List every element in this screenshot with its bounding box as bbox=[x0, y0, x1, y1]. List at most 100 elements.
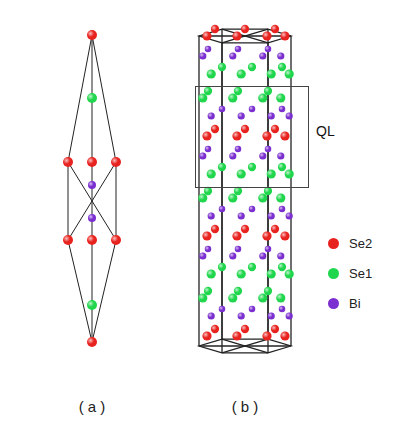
atom-shine bbox=[237, 169, 246, 178]
atom bbox=[268, 212, 275, 219]
atom-shine bbox=[63, 157, 73, 167]
atom bbox=[211, 225, 219, 233]
atom bbox=[202, 231, 211, 240]
atom-shine bbox=[218, 63, 226, 71]
atom-shine bbox=[219, 306, 225, 312]
atom bbox=[232, 31, 241, 40]
atom-shine bbox=[202, 131, 211, 140]
atom-shine bbox=[267, 69, 276, 78]
atom bbox=[259, 152, 266, 159]
atom bbox=[271, 125, 279, 133]
atom-shine bbox=[218, 263, 226, 271]
atom bbox=[111, 235, 121, 245]
legend-entry: Se1 bbox=[328, 266, 372, 281]
atom bbox=[264, 287, 272, 295]
atom bbox=[258, 293, 267, 302]
atom-shine bbox=[205, 146, 211, 152]
atom bbox=[202, 331, 211, 340]
atom-shine bbox=[249, 306, 255, 312]
atom bbox=[248, 63, 256, 71]
atom-shine bbox=[249, 106, 255, 112]
atom bbox=[199, 152, 206, 159]
atom-shine bbox=[285, 269, 294, 278]
atom-shine bbox=[208, 212, 215, 219]
atom bbox=[280, 131, 289, 140]
atom bbox=[234, 187, 242, 195]
atom-shine bbox=[278, 263, 286, 271]
atom bbox=[205, 246, 211, 252]
atom-shine bbox=[87, 300, 97, 310]
atom bbox=[286, 112, 293, 119]
atom bbox=[232, 331, 241, 340]
prism-edge bbox=[221, 29, 222, 339]
atom-shine bbox=[111, 157, 121, 167]
atom bbox=[198, 93, 207, 102]
atom bbox=[285, 269, 294, 278]
atom-shine bbox=[228, 293, 237, 302]
atom bbox=[204, 287, 212, 295]
layer-label: QL bbox=[316, 123, 335, 139]
atom-shine bbox=[204, 287, 212, 295]
atom bbox=[205, 46, 211, 52]
atom bbox=[202, 31, 211, 40]
atom-shine bbox=[265, 146, 271, 152]
atom bbox=[271, 25, 279, 33]
atom-shine bbox=[265, 246, 271, 252]
atom bbox=[204, 187, 212, 195]
atom-shine bbox=[205, 246, 211, 252]
atom-shine bbox=[211, 125, 219, 133]
atom bbox=[199, 52, 206, 59]
atom-shine bbox=[229, 252, 236, 259]
atom-shine bbox=[218, 163, 226, 171]
atom bbox=[280, 31, 289, 40]
atom-shine bbox=[277, 252, 284, 259]
atom bbox=[271, 325, 279, 333]
atom-shine bbox=[202, 231, 211, 240]
atom-shine bbox=[248, 163, 256, 171]
atom bbox=[205, 146, 211, 152]
atom bbox=[218, 63, 226, 71]
atom-shine bbox=[198, 193, 207, 202]
atom-shine bbox=[232, 31, 241, 40]
atom-shine bbox=[241, 125, 249, 133]
atom-shine bbox=[277, 52, 284, 59]
atom bbox=[276, 193, 285, 202]
atom bbox=[207, 269, 216, 278]
atom bbox=[286, 312, 293, 319]
atom-shine bbox=[198, 93, 207, 102]
hexagon-face bbox=[199, 339, 291, 353]
atom-shine bbox=[241, 325, 249, 333]
atom-shine bbox=[248, 63, 256, 71]
prism-edge bbox=[290, 36, 291, 346]
atom bbox=[268, 312, 275, 319]
atom-shine bbox=[268, 212, 275, 219]
hexagonal-cell bbox=[199, 29, 291, 353]
atom bbox=[232, 231, 241, 240]
atom-shine bbox=[204, 187, 212, 195]
atom bbox=[248, 263, 256, 271]
atom-shine bbox=[259, 152, 266, 159]
atom bbox=[237, 169, 246, 178]
atom bbox=[258, 93, 267, 102]
atom-shine bbox=[280, 31, 289, 40]
atom-shine bbox=[271, 25, 279, 33]
atom bbox=[235, 46, 241, 52]
atom-shine bbox=[259, 52, 266, 59]
atom-shine bbox=[87, 157, 97, 167]
atom bbox=[211, 325, 219, 333]
atom bbox=[211, 25, 219, 33]
atom-shine bbox=[199, 252, 206, 259]
atom bbox=[285, 69, 294, 78]
atom bbox=[235, 246, 241, 252]
atom bbox=[207, 69, 216, 78]
atom bbox=[235, 146, 241, 152]
legend-swatch bbox=[328, 298, 339, 309]
atom bbox=[241, 225, 249, 233]
atom-shine bbox=[238, 312, 245, 319]
face-diagonal bbox=[222, 339, 268, 353]
atom-shine bbox=[199, 52, 206, 59]
atom-shine bbox=[241, 25, 249, 33]
atom bbox=[278, 63, 286, 71]
legend-text: Se2 bbox=[349, 236, 372, 251]
atom bbox=[111, 157, 121, 167]
